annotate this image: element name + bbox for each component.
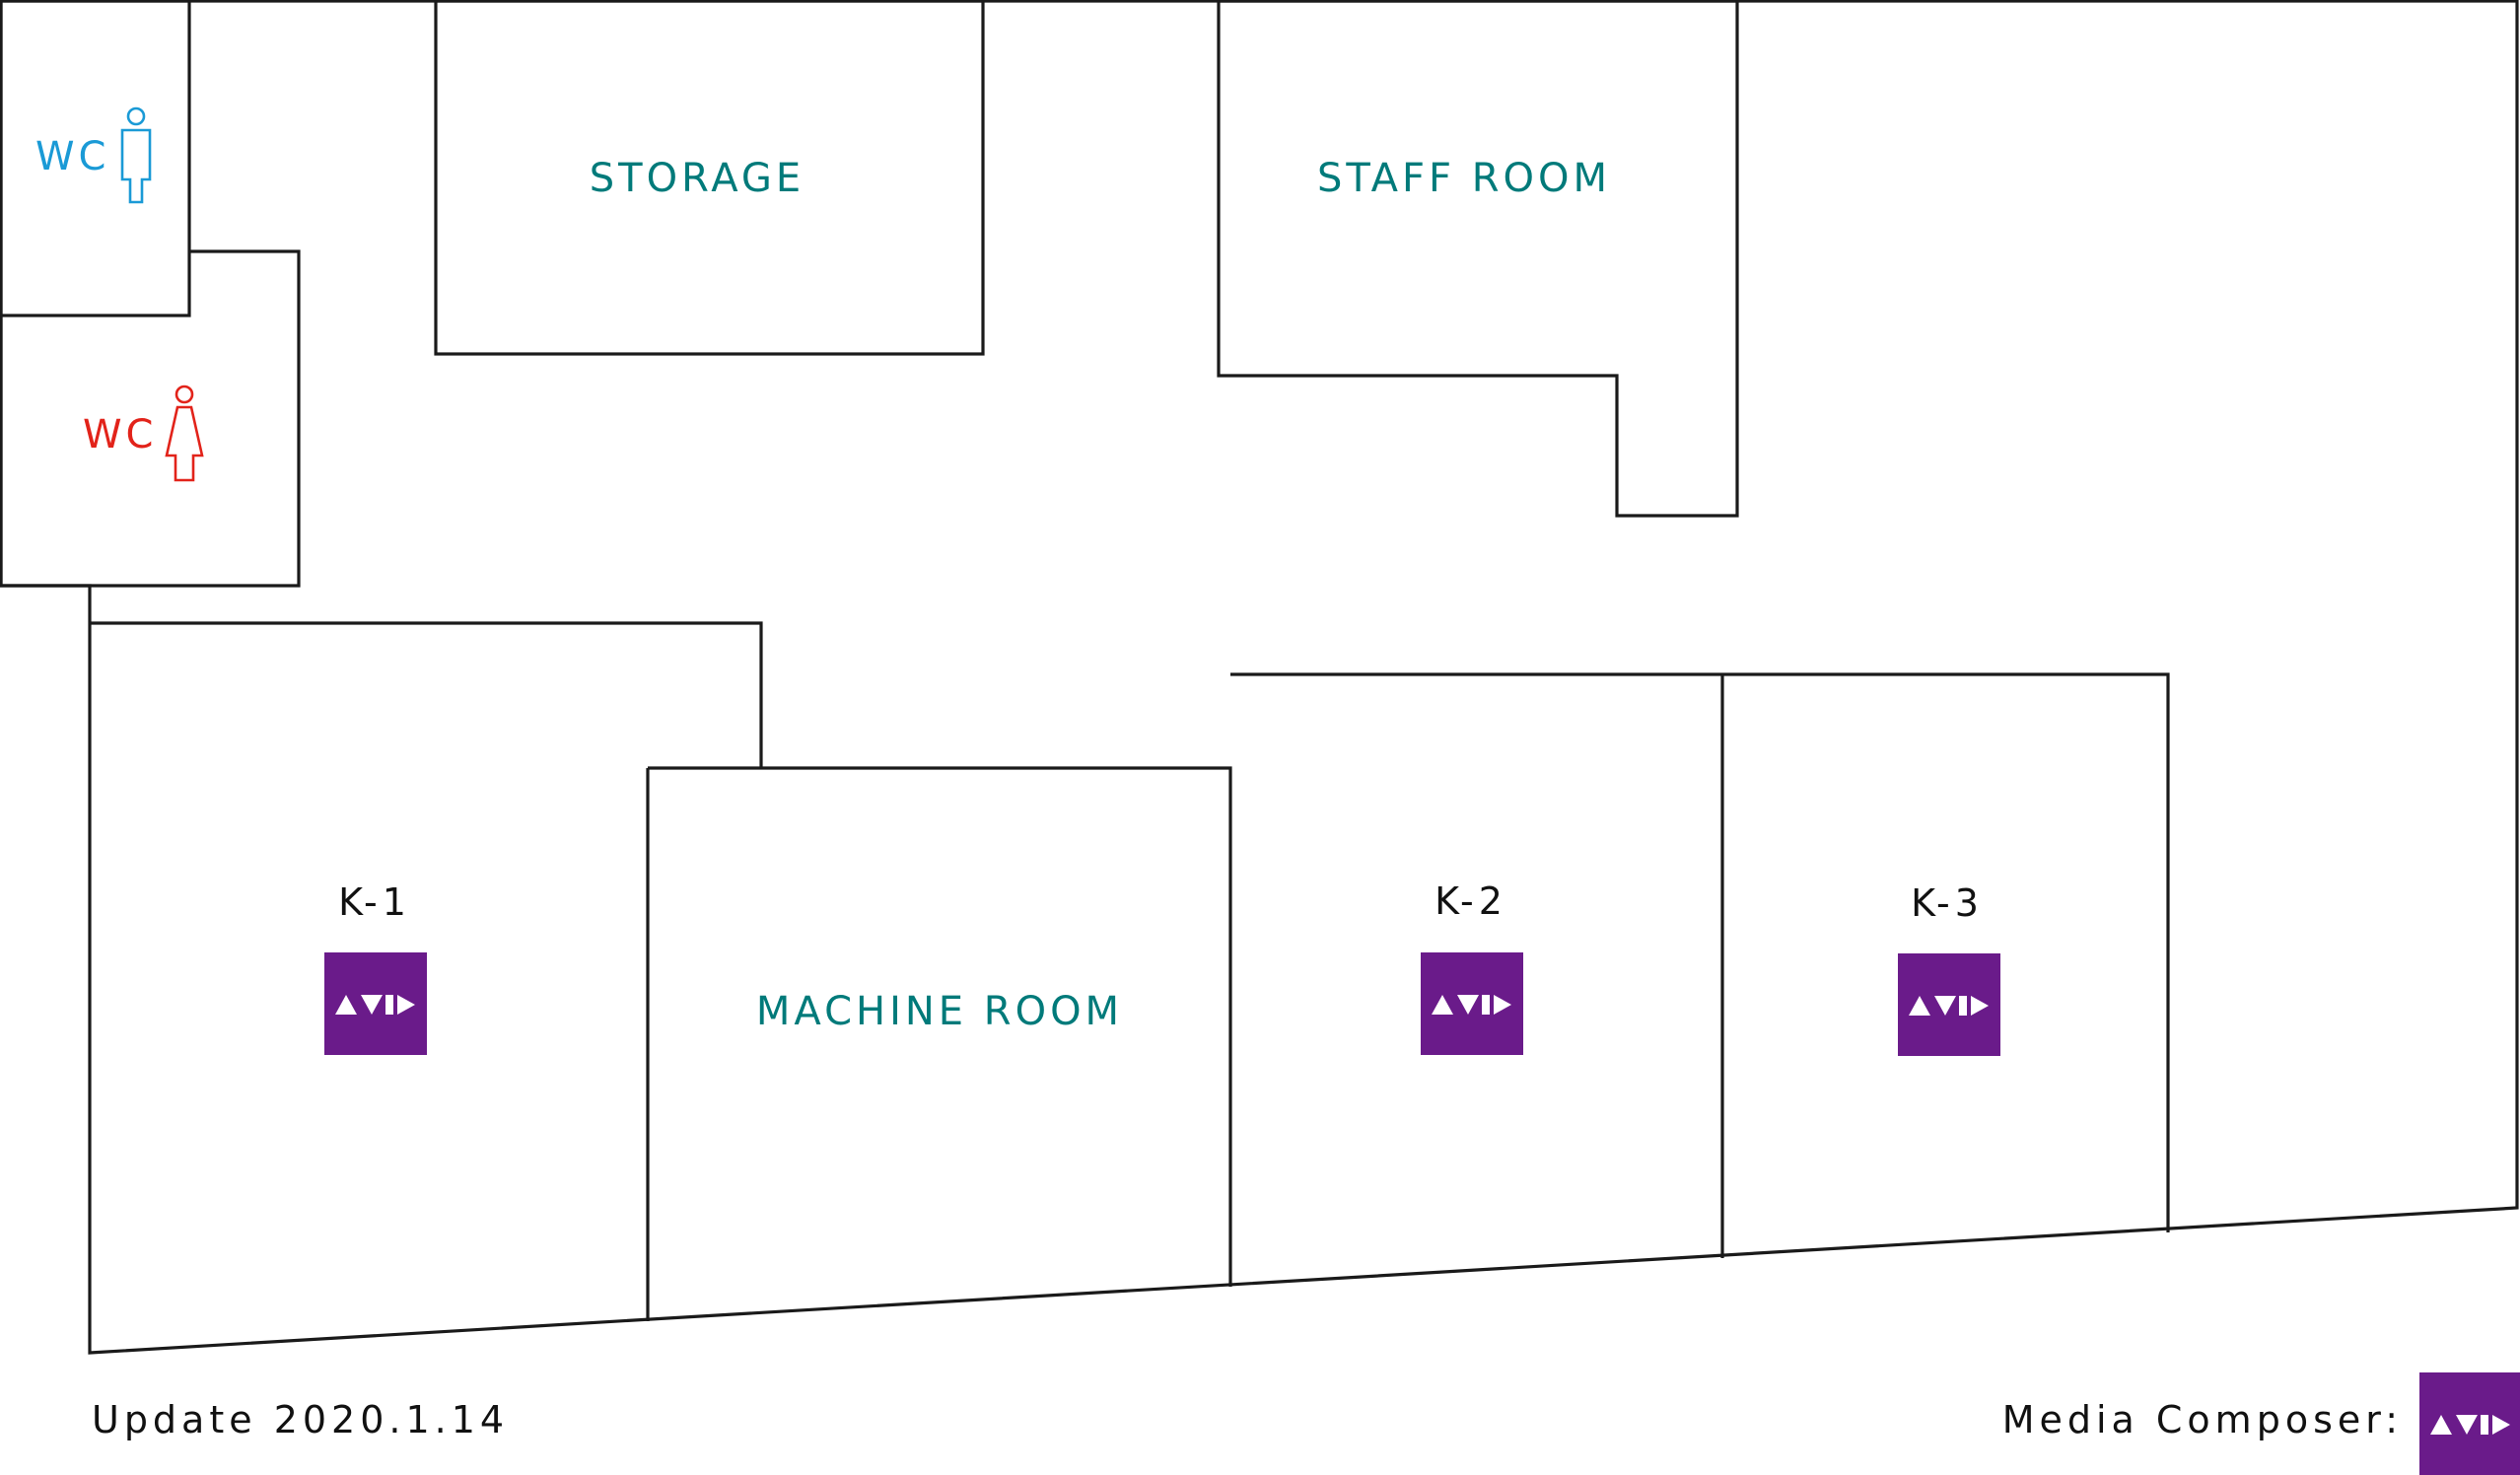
staff-room [1217,0,1739,518]
k1-room [90,621,763,768]
wc-women-label: WC [83,412,157,457]
k3-avid-logo-icon [1898,953,2000,1056]
k1-label: K-1 [338,880,411,924]
staff-room-label: STAFF ROOM [1317,156,1611,201]
update-date: Update 2020.1.14 [92,1398,509,1441]
k2-label: K-2 [1435,879,1507,923]
building-outline [0,0,2519,1355]
wc-men-room [0,0,191,317]
wc-women-room [0,249,301,588]
legend-avid-logo-icon [2419,1372,2520,1475]
storage-room [434,0,985,356]
k2-room [1230,672,2170,1232]
machine-room [648,766,1232,1287]
k3-label: K-3 [1911,881,1984,925]
k2-avid-logo-icon [1421,952,1523,1055]
machine-room-label: MACHINE ROOM [756,989,1123,1034]
k1-avid-logo-icon [324,952,427,1055]
wc-men-label: WC [35,134,109,179]
legend-label: Media Composer: [2002,1398,2403,1441]
woman-icon [165,385,204,482]
storage-label: STORAGE [590,156,805,201]
man-icon [120,106,152,204]
